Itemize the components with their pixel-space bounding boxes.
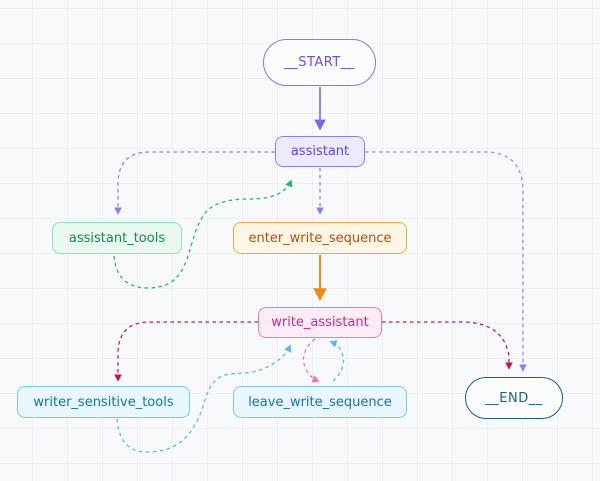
edge-writer-sensitive-tools-to-write-assistant (116, 344, 292, 453)
node-end[interactable]: __END__ (465, 377, 563, 419)
node-write-assistant-label: write_assistant (271, 315, 369, 330)
edge-leave-write-sequence-to-write-assistant (329, 340, 345, 382)
node-end-label: __END__ (485, 390, 543, 406)
edge-assistant-to-assistant-tools (114, 151, 275, 215)
edge-write-assistant-to-writer-sensitive-tools (114, 321, 258, 382)
node-assistant[interactable]: assistant (275, 136, 365, 167)
edge-assistant-to-end (365, 151, 527, 372)
node-assistant-tools-label: assistant_tools (68, 230, 166, 246)
node-write-assistant[interactable]: write_assistant (258, 307, 382, 338)
node-writer-sensitive-tools[interactable]: writer_sensitive_tools (17, 386, 190, 418)
node-start[interactable]: __START__ (263, 39, 376, 86)
node-enter-write-sequence-label: enter_write_sequence (248, 230, 392, 246)
node-leave-write-sequence[interactable]: leave_write_sequence (233, 386, 407, 418)
edge-write-assistant-to-end (382, 321, 513, 370)
node-assistant-label: assistant (290, 144, 350, 159)
node-leave-write-sequence-label: leave_write_sequence (248, 394, 392, 410)
node-enter-write-sequence[interactable]: enter_write_sequence (233, 222, 407, 254)
edge-write-assistant-to-leave-write-sequence (302, 338, 320, 383)
node-start-label: __START__ (284, 55, 355, 70)
node-writer-sensitive-tools-label: writer_sensitive_tools (33, 394, 174, 410)
node-assistant-tools[interactable]: assistant_tools (52, 222, 182, 254)
